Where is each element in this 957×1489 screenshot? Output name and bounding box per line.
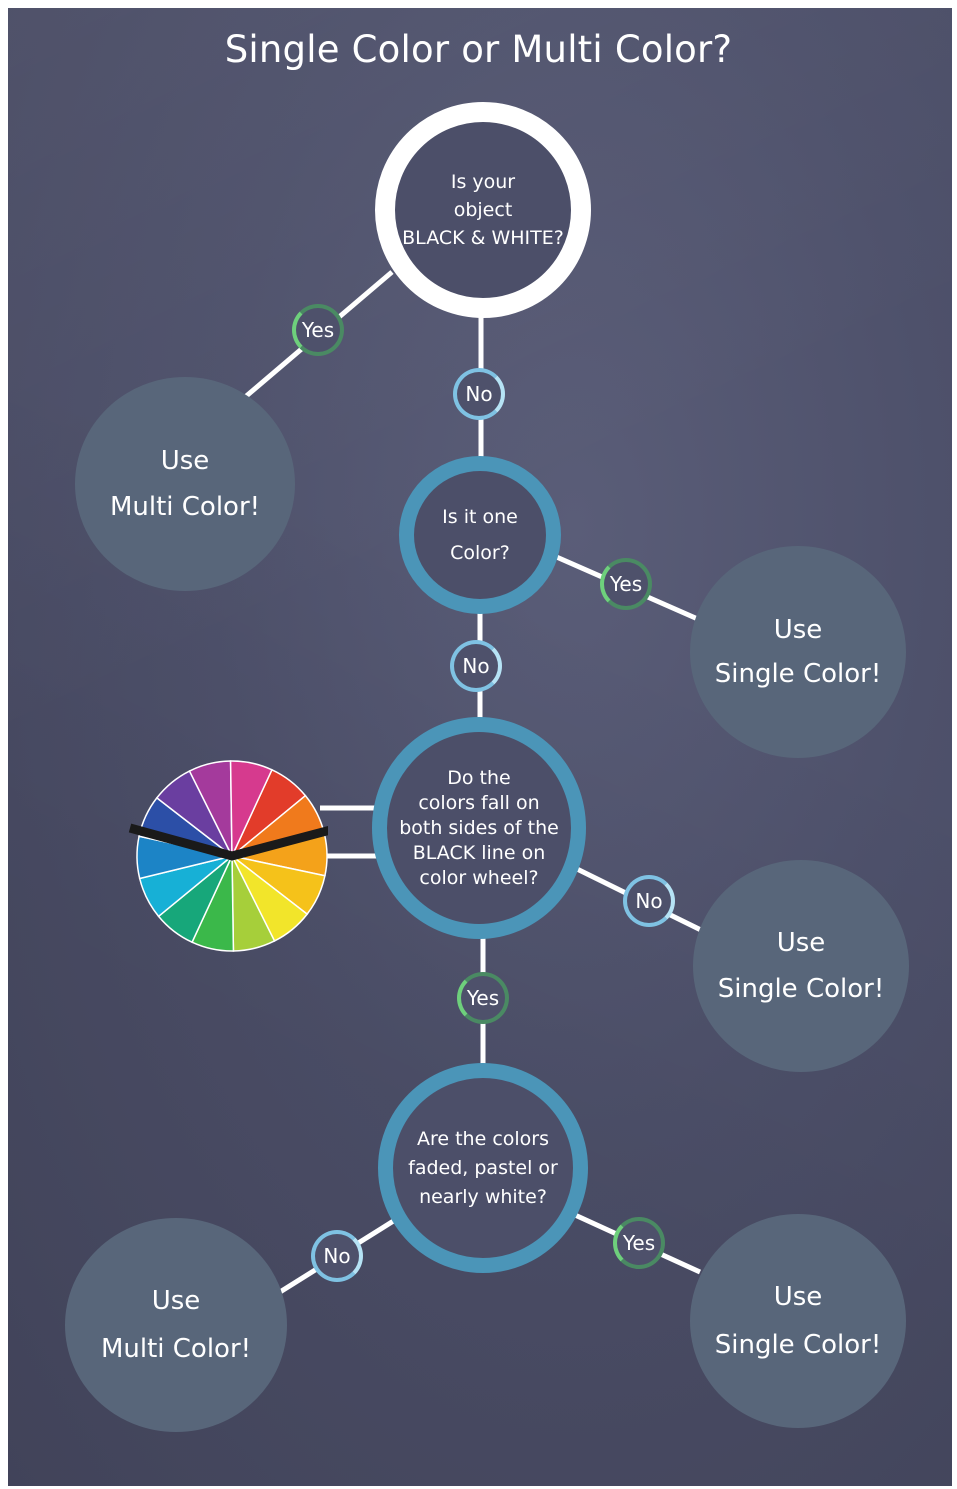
question-faded-pastel-text: Are the colors faded, pastel or nearly w…: [408, 1127, 558, 1208]
color-wheel: [128, 760, 328, 952]
question-faded-pastel: Are the colors faded, pastel or nearly w…: [378, 1063, 588, 1273]
answer-single-color-2: Use Single Color!: [693, 860, 909, 1072]
black-divider-line: [128, 823, 328, 861]
edge-label-yes-2: Yes: [600, 558, 652, 610]
answer-multi-color-2-text: Use Multi Color!: [100, 1286, 252, 1364]
answer-single-color-3-text: Use Single Color!: [714, 1282, 882, 1360]
edge-label-no-3: No: [623, 875, 675, 927]
question-both-sides: Do the colors fall on both sides of the …: [372, 717, 586, 939]
edge-label-no-4: No: [311, 1230, 363, 1282]
answer-single-color-1: Use Single Color!: [690, 546, 906, 758]
edge-label-yes-3: Yes: [457, 972, 509, 1024]
edge-label-yes-1: Yes: [292, 304, 344, 356]
edge-label-no-1: No: [453, 368, 505, 420]
answer-multi-color-2: Use Multi Color!: [65, 1218, 287, 1432]
question-one-color: Is it one Color?: [399, 456, 561, 614]
answer-single-color-2-text: Use Single Color!: [717, 928, 885, 1004]
question-one-color-text: Is it one Color?: [442, 506, 518, 564]
edge-label-yes-4: Yes: [613, 1217, 665, 1269]
page-title: Single Color or Multi Color?: [224, 28, 733, 71]
answer-single-color-3: Use Single Color!: [690, 1214, 906, 1428]
answer-multi-color-1: Use Multi Color!: [75, 377, 295, 591]
edge-label-no-2: No: [450, 640, 502, 692]
answer-multi-color-1-text: Use Multi Color!: [109, 446, 261, 522]
color-wheel-segment: [229, 760, 273, 857]
question-both-sides-text: Do the colors fall on both sides of the …: [399, 766, 559, 889]
question-black-and-white: Is your object BLACK & WHITE?: [375, 102, 591, 318]
answer-single-color-1-text: Use Single Color!: [714, 615, 882, 689]
question-black-and-white-text: Is your object BLACK & WHITE?: [402, 171, 564, 249]
